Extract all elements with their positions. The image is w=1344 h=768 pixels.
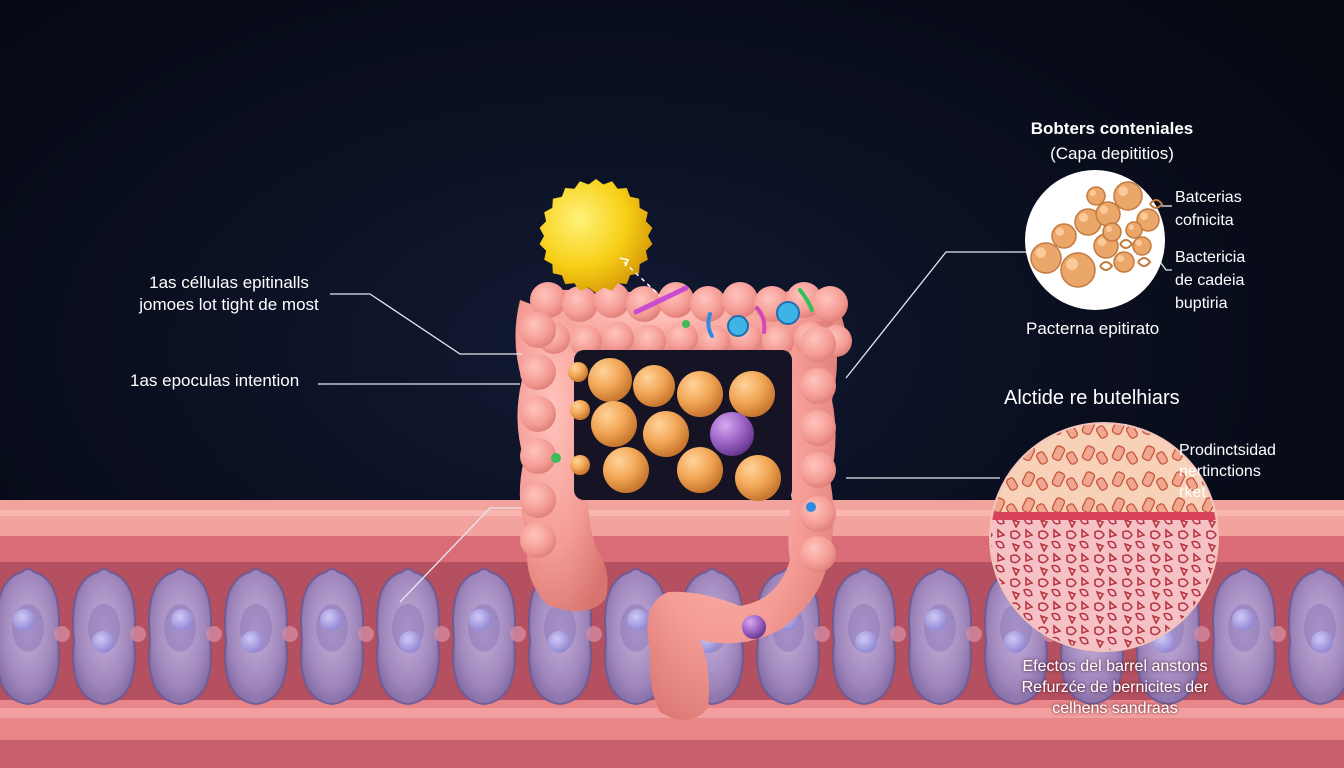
label-epithelial-cells-line2: jomoes lot tight de most [139,295,319,314]
inset1-label-b-line3: buptiria [1175,295,1228,312]
inset2-label-line2: nertinctions [1179,463,1261,480]
inset1-label-b-line1: Bactericia [1175,249,1246,266]
label-intestinal-particles: 1as epoculas intention [130,371,300,390]
lumen-spheres [568,358,781,501]
inset2-label-line1: Prodinctsidad [1179,442,1276,459]
label-epithelial-cells: 1as céllulas epitinalls jomoes lot tight… [124,272,334,316]
caption-barrier-effects: Efectos del barrel anstons Refurzće de b… [990,656,1240,719]
tube-markers [551,285,816,639]
inset2-label: Prodinctsidad nertinctions rket [1179,440,1276,503]
inset1-caption: Pacterna epitirato [1026,319,1160,338]
inset1-title: Bobters conteniales [1030,119,1194,138]
caption-barrier-effects-line2: Refurzće de bernicites der [1021,679,1209,696]
inset1-label-a-line2: cofnicita [1175,212,1234,229]
inset1-label-b: Bactericia de cadeia buptiria [1175,246,1245,315]
yellow-particle [539,179,661,297]
inset-bacteria-circle [1025,170,1165,310]
inset2-title: Alctide re butelhiars [1004,387,1180,409]
inset1-label-a: Batcerias cofnicita [1175,186,1242,232]
label-epithelial-cells-line1: 1as céllulas epitinalls [149,273,309,292]
inset1-label-a-line1: Batcerias [1175,189,1242,206]
inset2-label-line3: rket [1179,484,1206,501]
inset1-label-b-line2: de cadeia [1175,272,1245,289]
caption-barrier-effects-line1: Efectos del barrel anstons [1022,658,1208,675]
inset1-subtitle: (Capa depititios) [1050,144,1174,163]
caption-barrier-effects-line3: celhens sandraas [1052,700,1178,717]
